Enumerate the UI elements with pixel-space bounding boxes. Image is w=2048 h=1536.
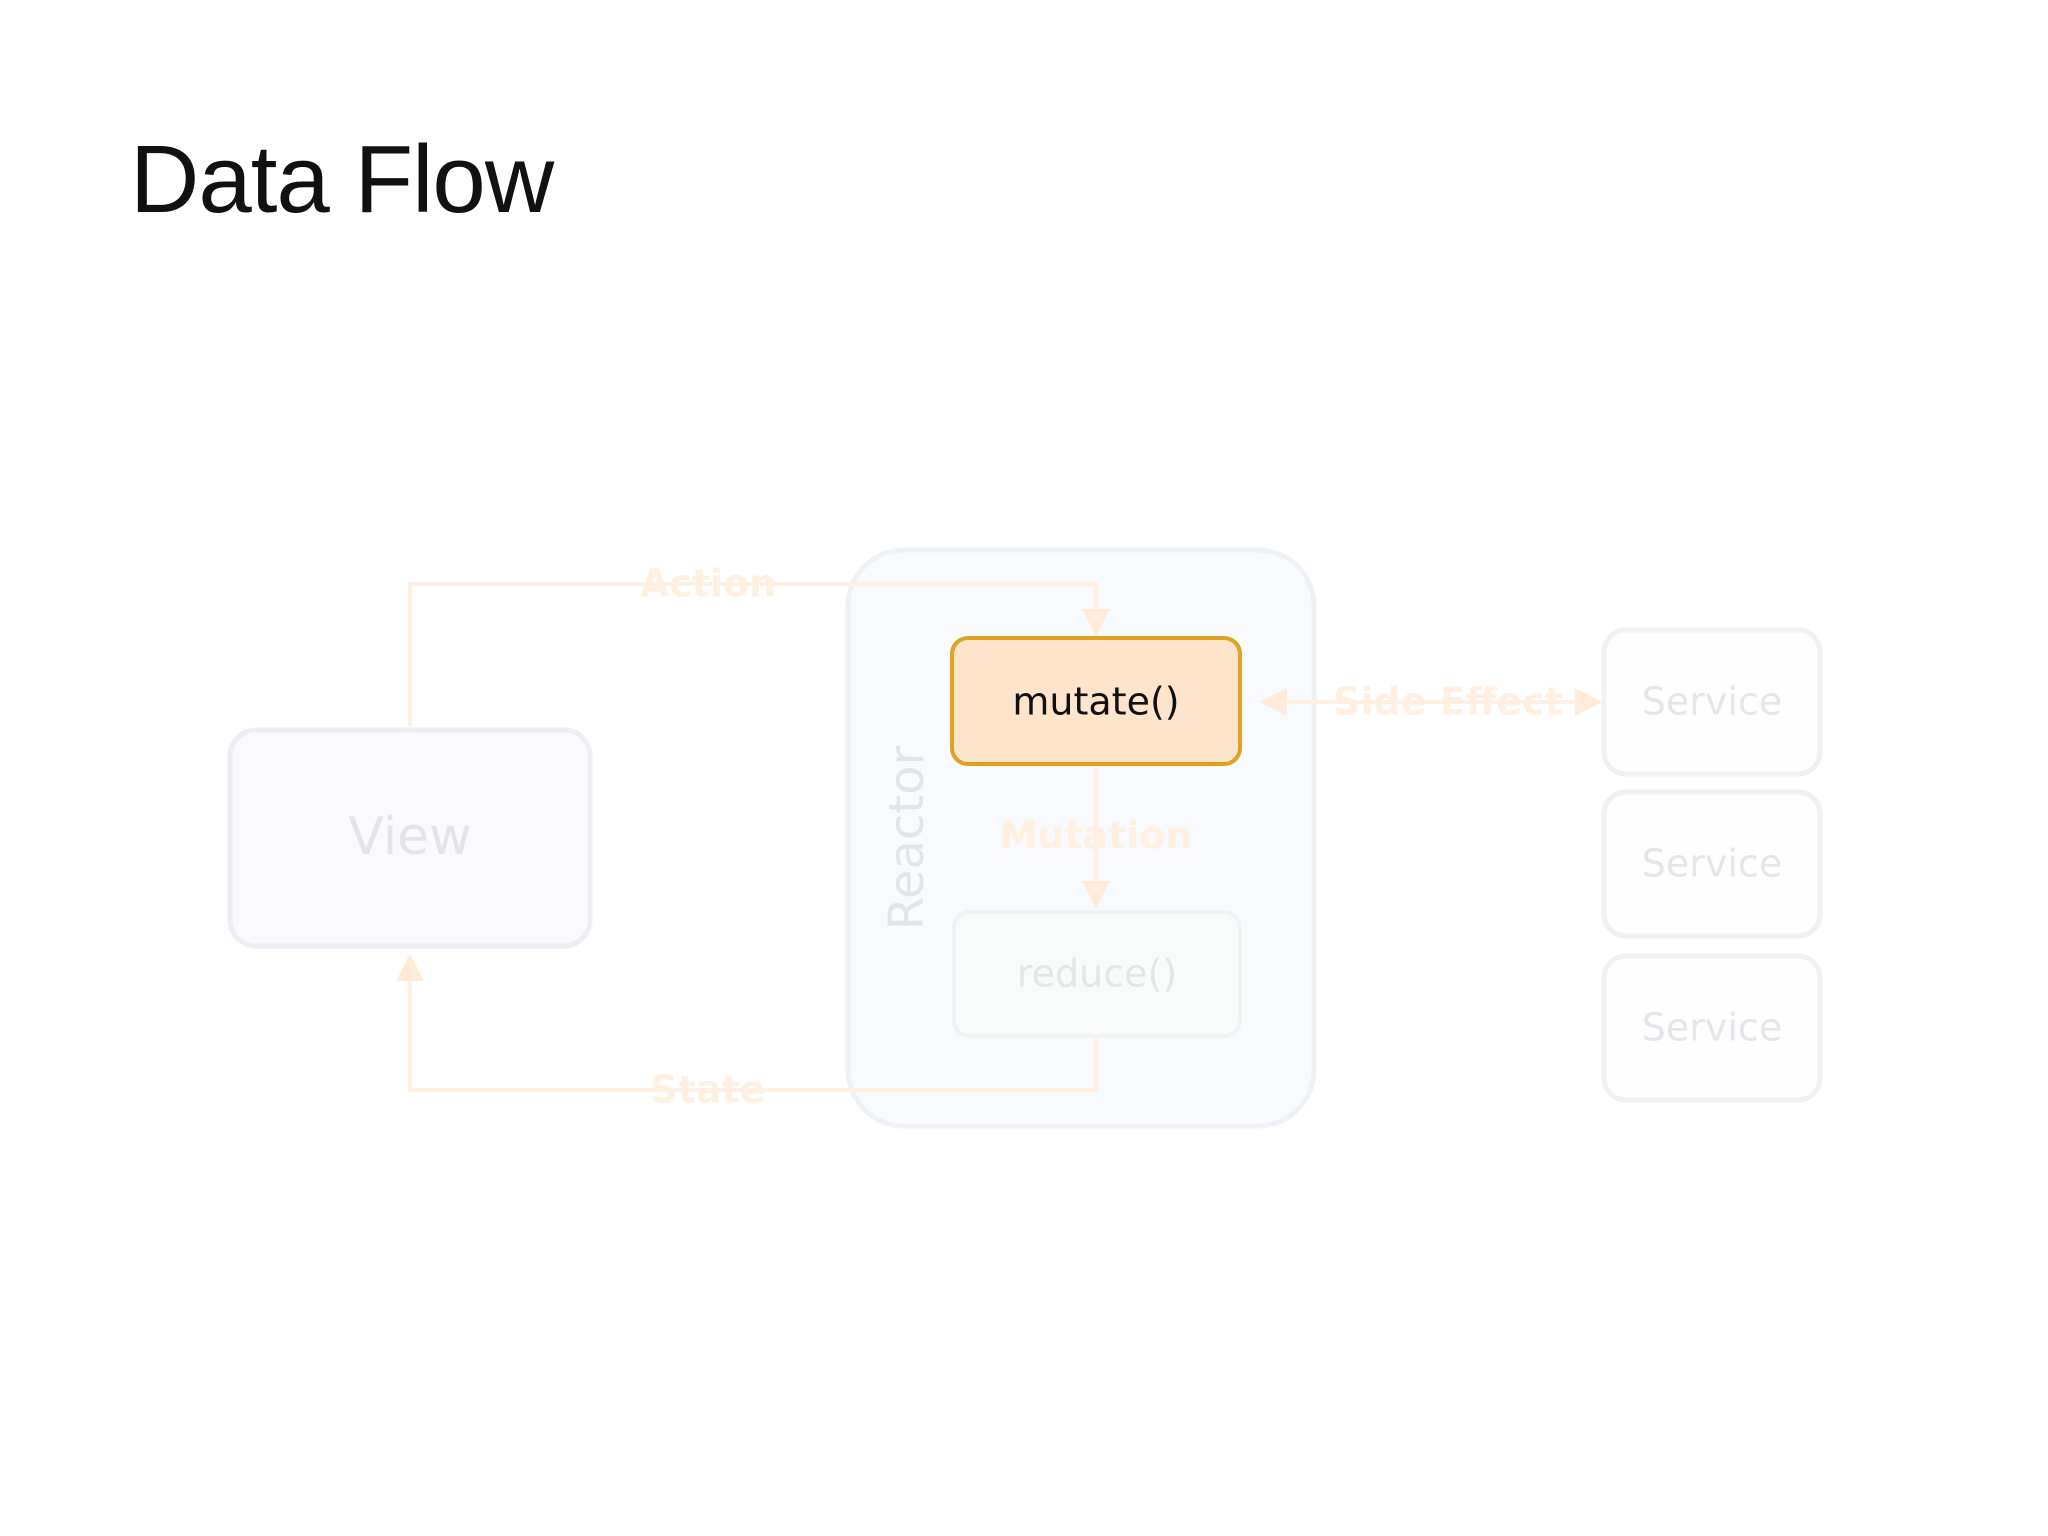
- view-node: View: [227, 727, 593, 949]
- action-edge: Action: [408, 562, 1110, 726]
- mutate-node: mutate(): [950, 636, 1242, 766]
- page-title: Data Flow: [130, 126, 554, 233]
- service-node: Service: [1601, 627, 1823, 777]
- mutation-edge: Mutation: [999, 768, 1193, 909]
- service-node: Service: [1601, 953, 1823, 1103]
- side-effect-edge-label: Side Effect: [1333, 680, 1563, 724]
- service-label: Service: [1642, 1006, 1782, 1050]
- service-label: Service: [1642, 842, 1782, 886]
- mutate-label: mutate(): [1012, 680, 1179, 724]
- service-node: Service: [1601, 789, 1823, 939]
- mutation-edge-label: Mutation: [999, 814, 1192, 858]
- reactor-label: Reactor: [879, 746, 935, 931]
- side-effect-edge: Side Effect: [1259, 680, 1603, 724]
- reduce-node: reduce(): [952, 910, 1242, 1038]
- view-label: View: [348, 807, 471, 867]
- reduce-label: reduce(): [1017, 952, 1177, 996]
- state-edge-label: State: [650, 1068, 765, 1112]
- action-edge-label: Action: [640, 562, 776, 606]
- service-label: Service: [1642, 680, 1782, 724]
- state-edge: State: [396, 953, 1098, 1112]
